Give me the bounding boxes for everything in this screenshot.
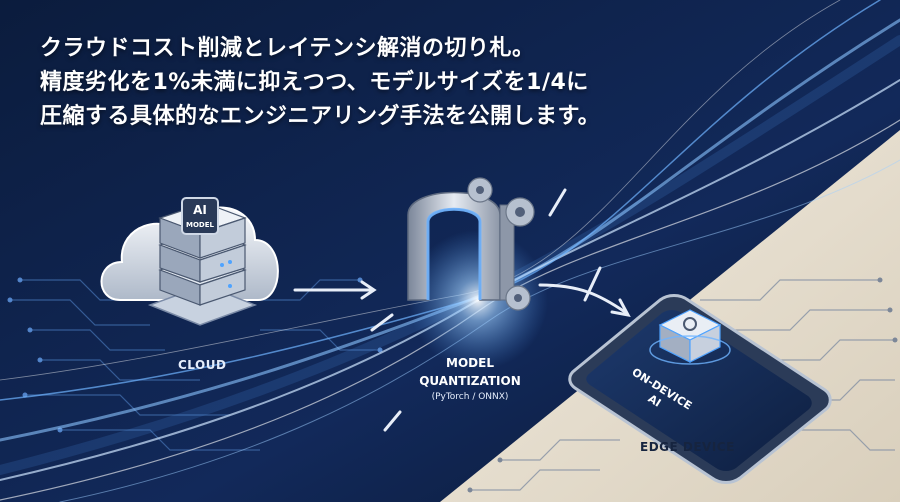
headline-line-3: 圧縮する具体的なエンジニアリング手法を公開します。	[40, 104, 601, 129]
edge-device-label: EDGE DEVICE	[640, 440, 735, 454]
quantization-label-frameworks: (PyTorch / ONNX)	[431, 392, 509, 402]
flow-arrows	[293, 188, 631, 432]
headline: クラウドコスト削減とレイテンシ解消の切り札。 精度劣化を1%未満に抑えつつ、モデ…	[40, 32, 680, 134]
cloud-label: CLOUD	[178, 358, 227, 372]
quantization-label-line2: QUANTIZATION	[419, 374, 521, 388]
headline-line-2: 精度劣化を1%未満に抑えつつ、モデルサイズを1/4に	[40, 70, 589, 95]
phone-screen-text-line2: AI	[646, 392, 664, 410]
headline-line-1: クラウドコスト削減とレイテンシ解消の切り札。	[40, 36, 535, 61]
quantization-gate-icon	[407, 177, 535, 311]
cloud-server-icon	[100, 197, 279, 326]
smartphone-icon	[568, 294, 832, 484]
ai-badge-text: AI	[193, 203, 207, 217]
ai-badge-subtext: MODEL	[186, 221, 215, 229]
quantization-label-line1: MODEL	[446, 356, 494, 370]
